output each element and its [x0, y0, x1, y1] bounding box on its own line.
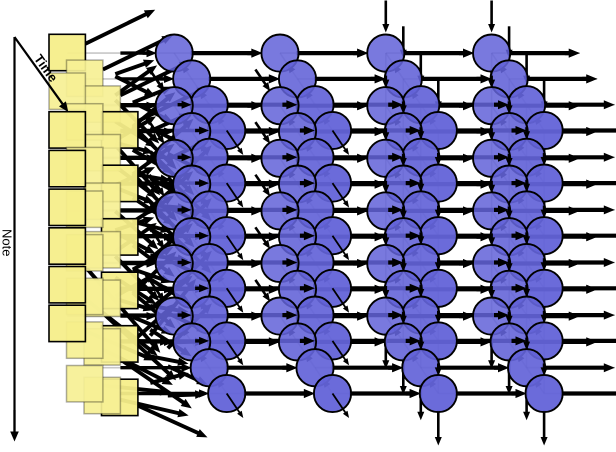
svg-text:Note: Note — [0, 229, 15, 256]
